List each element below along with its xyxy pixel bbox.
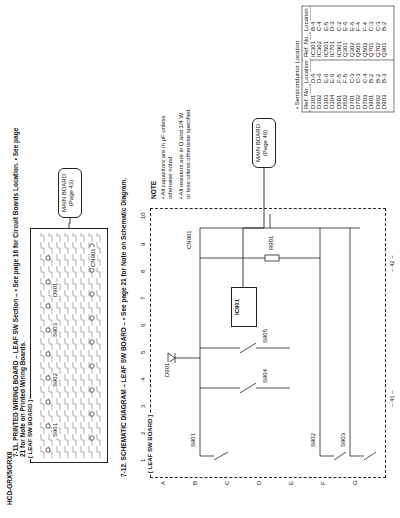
resistor-symbol [265,255,279,261]
part-label: E [288,480,295,486]
part-label: – 42 – [389,254,396,273]
node-text: (Page 49) [262,122,269,164]
section-heading: 7-12. SCHEMATIC DIAGRAM – LEAF SW BOARD … [120,146,127,478]
solder-pad [90,412,94,416]
part-label: S904 [262,368,269,384]
part-label: S901 [52,422,59,438]
solder-pad [90,340,94,344]
node-text: MAIN BOARD [61,172,68,214]
solder-pad [46,256,50,260]
solder-pad [46,328,50,332]
part-label: NOTE [150,180,157,200]
part-label: 3 [140,404,147,409]
part-label: B [192,480,199,486]
section-heading: HCD-GRX5/GRX8 [6,451,13,506]
table-rule [302,6,394,112]
part-label: 1 [140,458,147,463]
solder-pad [90,316,94,320]
part-label: D [256,480,263,486]
solder-pad [46,304,50,308]
board-callout: MAIN BOARD(Page 49) [252,118,276,168]
solder-pad [46,376,50,380]
node-text: MAIN BOARD [255,122,262,164]
solder-pad [90,268,94,272]
ic-box: IC901 [231,287,257,327]
part-label: S901 [190,432,197,448]
node-text: (Page 43) [68,172,75,214]
part-label: S903 [52,322,59,338]
part-label: • All resistors are in Ω and 1/4 W or le… [178,106,192,200]
part-label: S902 [52,372,59,388]
part-label: 9 [140,242,147,247]
part-label: C [224,480,231,486]
solder-pad [90,364,94,368]
copper-traces [38,233,102,458]
part-label: • Semiconductor Location [294,40,301,110]
table-cell: B-2 [381,21,388,32]
solder-pad [46,400,50,404]
part-label: • All capacitors are in μF unless otherw… [160,106,174,200]
wire [175,228,364,456]
solder-pad [90,292,94,296]
part-label: D901 [164,362,171,378]
pwb-artwork [38,233,102,458]
part-label: CN901 [90,247,97,268]
solder-pad [90,388,94,392]
board-callout: MAIN BOARD(Page 43) [58,168,82,218]
connector [69,218,70,228]
part-label: D901 [52,282,59,298]
node-text: [ LEAF SW BOARD ] [147,414,154,474]
table-cell: Q901 [381,41,388,58]
part-label: S905 [262,328,269,344]
node-text: [ LEAF SW BOARD ] [27,399,34,459]
schematic-wiring [168,214,376,460]
solder-pad [46,280,50,284]
part-label: 7 [140,296,147,301]
part-label: S902 [310,432,317,448]
table-border [302,6,394,112]
connector-line [243,168,264,288]
solder-pad [46,448,50,452]
connector-lead [270,214,271,228]
solder-pad [46,424,50,428]
part-label: – 41 – [389,389,396,408]
table-cell: B-3 [381,73,388,84]
part-label: R901 [268,235,275,251]
section-heading: 7-11. PRINTED WIRING BOARD – LEAF SW Sec… [12,126,27,458]
connector [243,168,264,288]
part-label: 2 [140,431,147,436]
part-label: 10 [140,211,147,220]
switch-symbol [214,343,376,460]
part-label: 6 [140,323,147,328]
solder-pad [46,352,50,356]
wire [200,258,320,259]
part-label: G [352,479,359,486]
part-label: CN901 [186,229,193,250]
part-label: A [160,480,167,486]
part-label: F [320,480,327,486]
connector-line [69,218,70,228]
node-text: IC901 [234,291,241,323]
table-rules [302,6,394,112]
part-label: 8 [140,269,147,274]
part-label: 5 [140,350,147,355]
solder-pads [46,244,94,452]
table-cell: D903 [381,94,388,110]
solder-pad [90,436,94,440]
part-label: S903 [340,432,347,448]
part-label: 4 [140,377,147,382]
